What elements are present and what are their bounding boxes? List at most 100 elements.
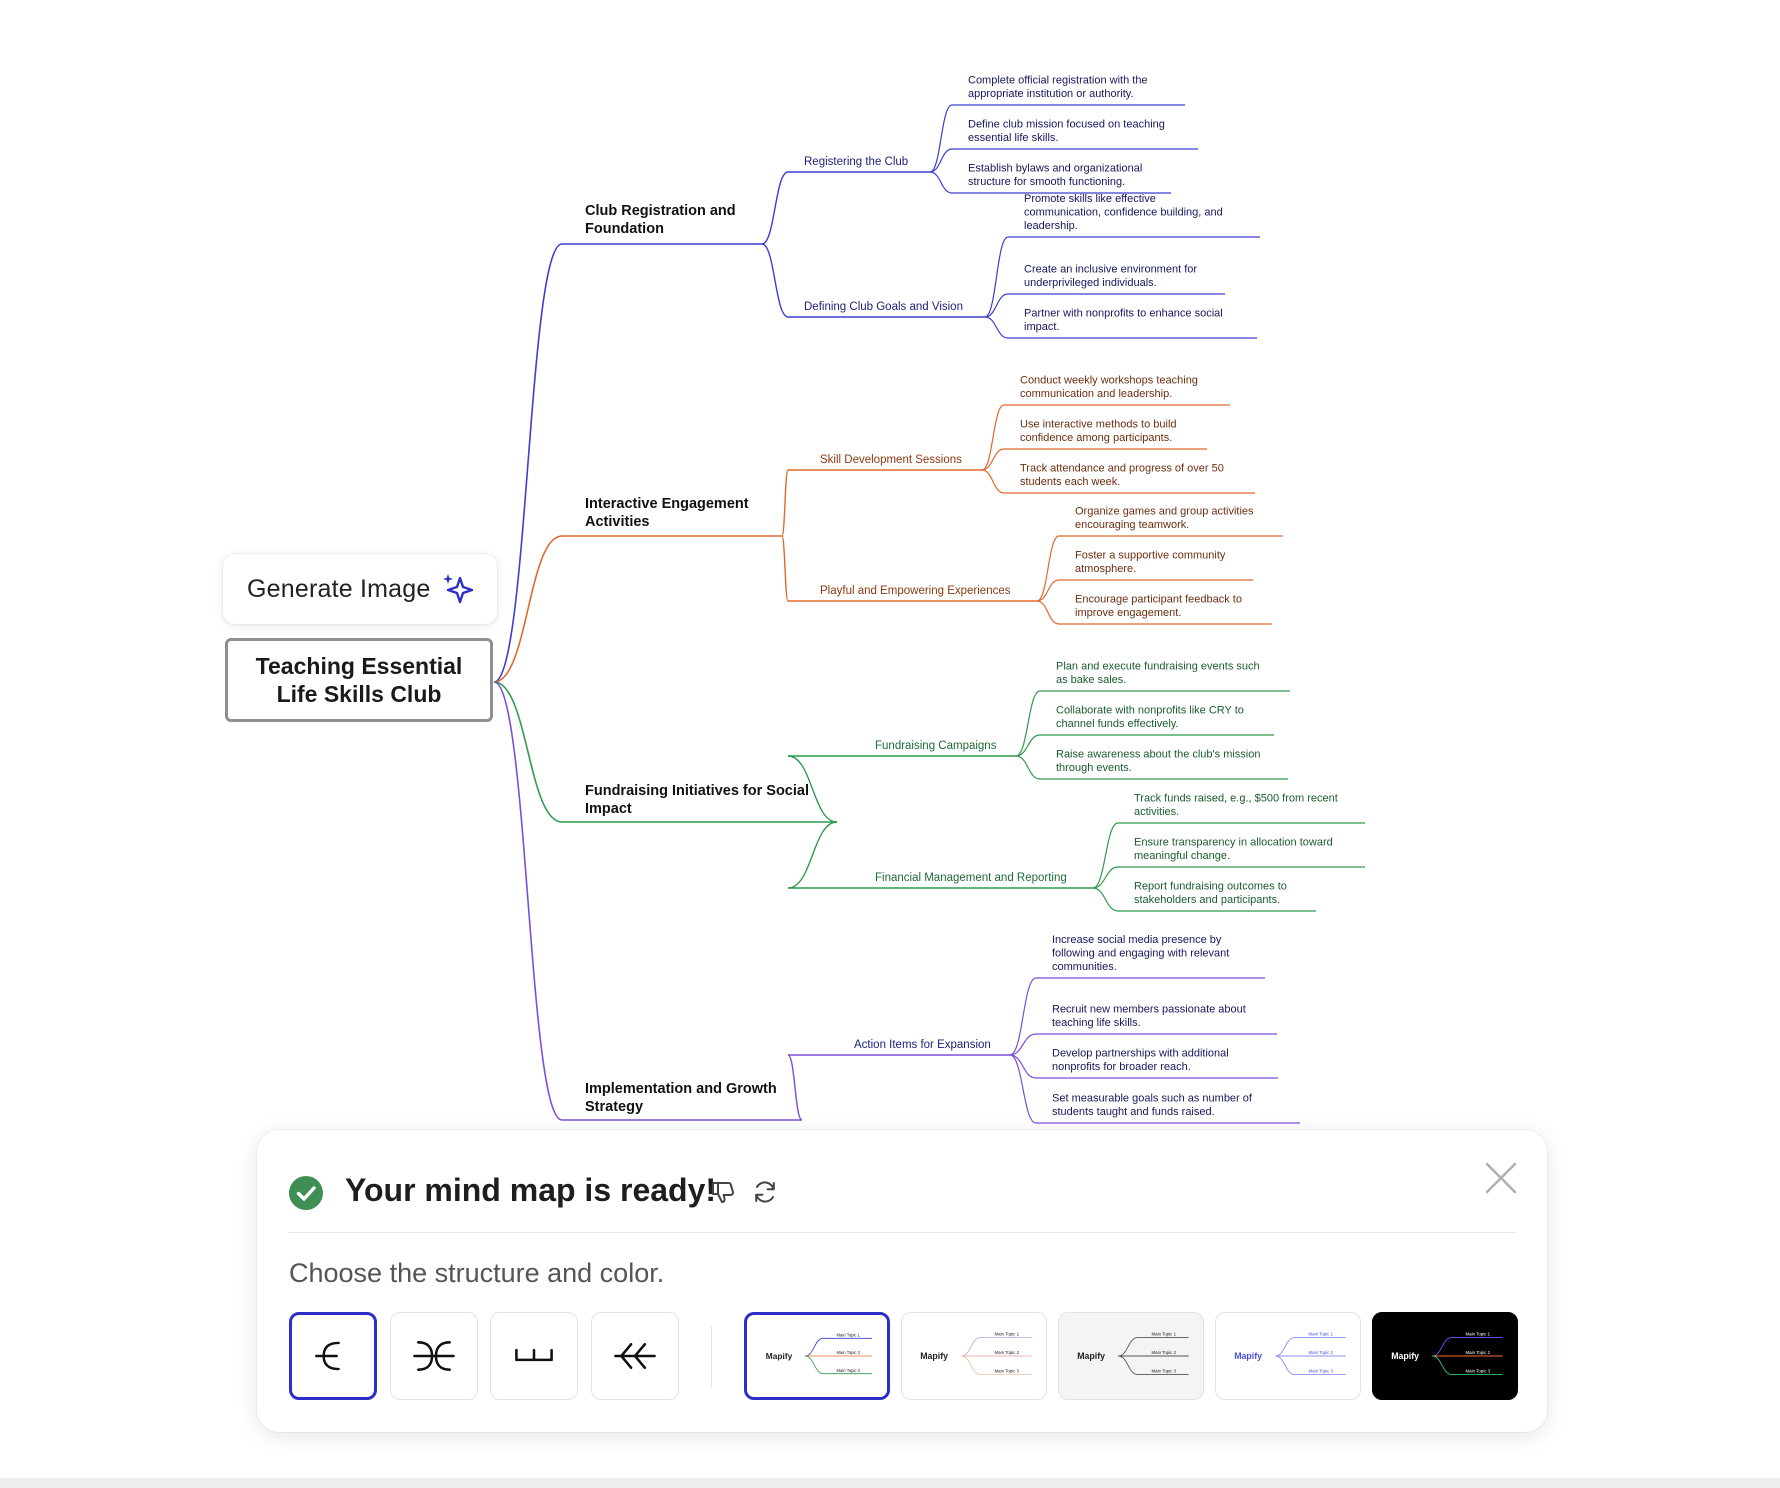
leaf-topic-label: Foster a supportive community bbox=[1075, 550, 1226, 562]
leaf-topic-label: essential life skills. bbox=[968, 132, 1058, 144]
leaf-connector bbox=[929, 148, 953, 173]
leaf-connector bbox=[981, 404, 1005, 471]
leaf-connector bbox=[1015, 690, 1041, 757]
color-theme-label: Mapify bbox=[1234, 1351, 1262, 1361]
leaf-topic-label: Ensure transparency in allocation toward bbox=[1134, 837, 1333, 849]
structure-option-top-down[interactable] bbox=[490, 1312, 578, 1400]
leaf-topic-label: teaching life skills. bbox=[1052, 1017, 1141, 1029]
subtopic-connector bbox=[787, 821, 838, 889]
panel-divider bbox=[289, 1232, 1515, 1233]
leaf-connector bbox=[981, 469, 1005, 494]
leaf-topic-label: impact. bbox=[1024, 321, 1059, 333]
subtopic-label: Registering the Club bbox=[804, 156, 908, 168]
leaf-connector bbox=[1092, 887, 1119, 912]
subtopic-label: Playful and Empowering Experiences bbox=[820, 585, 1011, 597]
color-theme-line bbox=[1432, 1355, 1503, 1376]
leaf-topic-label: Partner with nonprofits to enhance socia… bbox=[1024, 308, 1223, 320]
leaf-topic-label: communities. bbox=[1052, 961, 1117, 973]
subtopic-label: Defining Club Goals and Vision bbox=[804, 301, 963, 313]
color-theme-topic: Main Topic 2 bbox=[1466, 1350, 1491, 1355]
color-theme-topic: Main Topic 1 bbox=[837, 1332, 861, 1337]
leaf-topic-label: nonprofits for broader reach. bbox=[1052, 1061, 1191, 1073]
branch: Implementation and GrowthStrategyAction … bbox=[493, 681, 1300, 1124]
leaf-topic-label: Plan and execute fundraising events such bbox=[1056, 661, 1260, 673]
leaf-topic-label: Organize games and group activities bbox=[1075, 506, 1254, 518]
structure-right-icon bbox=[315, 1341, 340, 1371]
color-theme-topic: Main Topic 3 bbox=[1152, 1369, 1177, 1374]
structure-option-both-sides[interactable] bbox=[390, 1312, 478, 1400]
thumbs-down-icon[interactable] bbox=[709, 1178, 737, 1206]
refresh-icon[interactable] bbox=[751, 1178, 779, 1206]
leaf-topic-label: Define club mission focused on teaching bbox=[968, 119, 1165, 131]
color-theme-topic: Main Topic 3 bbox=[995, 1369, 1020, 1374]
leaf-topic-label: leadership. bbox=[1024, 220, 1078, 232]
leaf-topic-label: Conduct weekly workshops teaching bbox=[1020, 375, 1198, 387]
generate-image-button[interactable]: Generate Image bbox=[223, 554, 497, 624]
leaf-topic-label: Recruit new members passionate about bbox=[1052, 1004, 1246, 1016]
leaf-topic-label: Create an inclusive environment for bbox=[1024, 264, 1197, 276]
subtopic-connector bbox=[761, 171, 789, 245]
leaf-topic-label: Encourage participant feedback to bbox=[1075, 594, 1242, 606]
color-theme-label: Mapify bbox=[1077, 1351, 1105, 1361]
leaf-connector bbox=[929, 104, 953, 173]
color-theme-option[interactable]: Mapify Main Topic 1 Main Topic 2 Main Topic… bbox=[1372, 1312, 1518, 1400]
color-theme-topic: Main Topic 1 bbox=[1466, 1331, 1491, 1336]
subtopic-connector bbox=[761, 243, 789, 318]
color-theme-preview: Mapify Main Topic 1 Main Topic 2 Main Topic… bbox=[1391, 1331, 1503, 1376]
color-theme-topic: Main Topic 3 bbox=[1309, 1369, 1334, 1374]
leaf-connector bbox=[984, 236, 1009, 318]
branch-connector bbox=[493, 243, 563, 683]
branch-connector bbox=[493, 681, 563, 823]
leaf-topic-label: Increase social media presence by bbox=[1052, 934, 1222, 946]
color-theme-label: Mapify bbox=[920, 1351, 948, 1361]
panel-subtitle: Choose the structure and color. bbox=[289, 1258, 665, 1288]
leaf-topic-label: through events. bbox=[1056, 762, 1132, 774]
leaf-topic-label: Track funds raised, e.g., $500 from rece… bbox=[1134, 793, 1338, 805]
structure-option-left[interactable] bbox=[591, 1312, 679, 1400]
leaf-topic-label: Report fundraising outcomes to bbox=[1134, 881, 1287, 893]
leaf-topic-label: students each week. bbox=[1020, 476, 1120, 488]
main-topic-label: Club Registration and bbox=[585, 203, 736, 219]
structure-option-right[interactable] bbox=[289, 1312, 377, 1400]
leaf-connector bbox=[1092, 822, 1119, 889]
color-theme-topic: Main Topic 2 bbox=[995, 1350, 1020, 1355]
leaf-topic-label: structure for smooth functioning. bbox=[968, 176, 1125, 188]
leaf-topic-label: Set measurable goals such as number of bbox=[1052, 1093, 1253, 1105]
main-topic-label: Foundation bbox=[585, 221, 664, 237]
bottom-scrollbar-track[interactable] bbox=[0, 1478, 1780, 1488]
mind-map-ready-panel: Your mind map is ready! Choose the struc… bbox=[257, 1130, 1547, 1432]
leaf-connector bbox=[1036, 600, 1060, 625]
color-theme-line bbox=[1275, 1336, 1346, 1357]
leaf-connector bbox=[1009, 1033, 1037, 1056]
color-theme-topic: Main Topic 3 bbox=[837, 1368, 861, 1373]
leaf-topic-label: Raise awareness about the club's mission bbox=[1056, 749, 1260, 761]
leaf-topic-label: encouraging teamwork. bbox=[1075, 519, 1189, 531]
close-icon[interactable] bbox=[1483, 1160, 1519, 1196]
leaf-connector bbox=[1009, 977, 1037, 1056]
leaf-connector bbox=[981, 448, 1005, 471]
leaf-topic-label: Use interactive methods to build bbox=[1020, 419, 1177, 431]
sparkle-icon bbox=[443, 574, 474, 604]
main-topic-label: Strategy bbox=[585, 1099, 643, 1115]
leaf-connector bbox=[929, 171, 953, 194]
generate-image-label: Generate Image bbox=[247, 574, 431, 603]
subtopic-connector bbox=[787, 1054, 803, 1121]
color-theme-line bbox=[1275, 1355, 1346, 1376]
color-theme-label: Mapify bbox=[1391, 1351, 1419, 1361]
color-theme-line bbox=[961, 1336, 1032, 1357]
leaf-topic-label: students taught and funds raised. bbox=[1052, 1106, 1215, 1118]
color-theme-topic: Main Topic 3 bbox=[1466, 1369, 1491, 1374]
color-theme-line bbox=[804, 1355, 872, 1375]
subtopic-label: Fundraising Campaigns bbox=[875, 740, 997, 752]
color-theme-topic: Main Topic 2 bbox=[1152, 1350, 1177, 1355]
leaf-topic-label: Complete official registration with the bbox=[968, 75, 1148, 87]
